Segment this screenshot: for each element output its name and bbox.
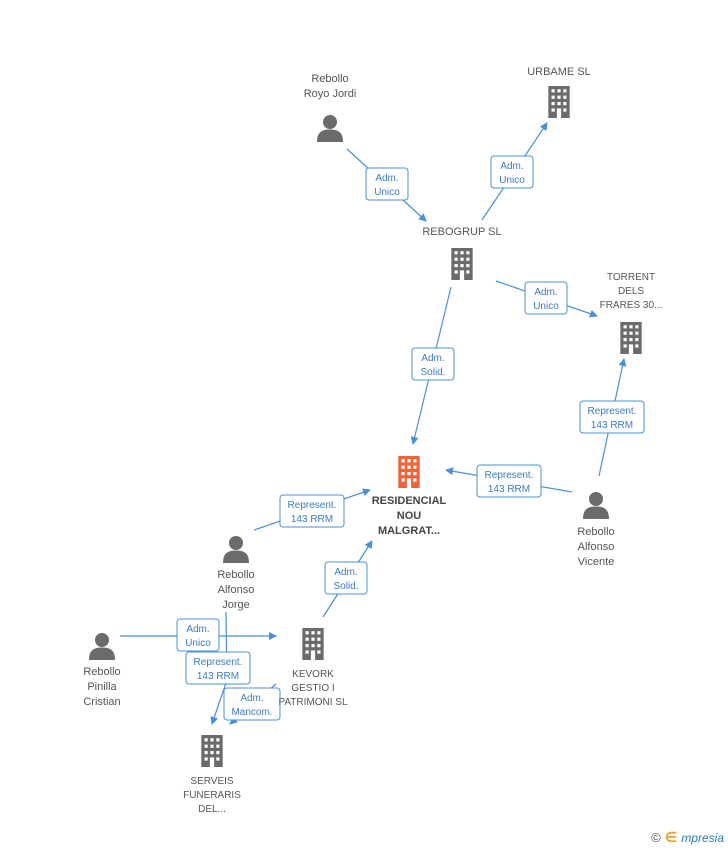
person-icon[interactable]	[583, 492, 609, 519]
edge-label-line: Unico	[499, 175, 525, 186]
node-label-line: Pinilla	[87, 681, 117, 693]
node-label-line: NOU	[397, 510, 422, 522]
node-kevork[interactable]: KEVORK GESTIO I PATRIMONI SL	[278, 628, 348, 708]
node-label-line: Rebollo	[217, 569, 254, 581]
copyright-symbol: ©	[651, 830, 661, 845]
node-label-line: REBOGRUP SL	[422, 226, 501, 238]
edge-label-box[interactable]	[365, 167, 409, 201]
edge-label-line: 143 RRM	[488, 484, 530, 495]
edge-label-box[interactable]	[279, 494, 345, 528]
edge-label-line: Solid.	[420, 367, 445, 378]
node-label-line: Alfonso	[218, 584, 255, 596]
edge-label-box[interactable]	[185, 651, 251, 685]
building-icon[interactable]	[548, 86, 570, 118]
edges-layer: Adm.UnicoAdm.UnicoAdm.UnicoAdm.Solid.Rep…	[120, 122, 645, 725]
edge-label-line: 143 RRM	[591, 420, 633, 431]
edge-label-box[interactable]	[579, 400, 645, 434]
edge-label-line: 143 RRM	[197, 671, 239, 682]
node-label-line: PATRIMONI SL	[278, 697, 348, 708]
edge-label-line: 143 RRM	[291, 514, 333, 525]
node-label-line: KEVORK	[292, 669, 334, 680]
edge-label-line: Unico	[185, 638, 211, 649]
edge-label-line: Mancom.	[231, 707, 272, 718]
edge-label-line: Adm.	[240, 693, 263, 704]
node-label-line: SERVEIS	[190, 776, 233, 787]
edge-label-box[interactable]	[524, 281, 568, 315]
edge-label-line: Adm.	[375, 173, 398, 184]
node-label-line: Rebollo	[311, 73, 348, 85]
edge-label-box[interactable]	[176, 618, 220, 652]
node-torrent[interactable]: TORRENT DELS FRARES 30...	[600, 272, 663, 354]
edge-label-box[interactable]	[490, 155, 534, 189]
node-rebogrup[interactable]: REBOGRUP SL	[422, 226, 502, 280]
edge-label-line: Represent.	[485, 470, 534, 481]
edge-rebollo_cristian-to-kevork: Adm. Unico	[120, 618, 277, 652]
edge-label-line: Unico	[533, 301, 559, 312]
edge-kevork-to-serveis: Adm. Mancom.	[223, 683, 281, 725]
edge-label-box[interactable]	[411, 347, 455, 381]
node-label-line: TORRENT	[607, 272, 655, 283]
edge-label-line: Adm.	[186, 624, 209, 635]
empresia-brand: © ∈mpresia	[651, 829, 724, 846]
edge-label-line: Adm.	[334, 567, 357, 578]
edge-label-line: Represent.	[588, 406, 637, 417]
edge-rebogrup-to-torrent: Adm. Unico	[495, 280, 598, 318]
edge-kevork-to-residencial: Adm. Solid.	[322, 540, 373, 618]
node-label-line: Jorge	[222, 599, 250, 611]
building-icon[interactable]	[302, 628, 324, 660]
node-label-line: Cristian	[83, 696, 120, 708]
edge-rebollo_jorge-to-serveis: Represent. 143 RRM	[185, 611, 251, 725]
edge-label-box[interactable]	[476, 464, 542, 498]
edge-label-line: Unico	[374, 187, 400, 198]
node-label-line: FUNERARIS	[183, 790, 241, 801]
edge-label-box[interactable]	[223, 687, 281, 721]
node-label-line: DEL...	[198, 804, 226, 815]
node-urbame[interactable]: URBAME SL	[527, 66, 591, 118]
node-label-line: DELS	[618, 286, 644, 297]
edge-rebollo_royo-to-rebogrup: Adm. Unico	[346, 148, 427, 222]
edge-rebogrup-to-residencial: Adm. Solid.	[410, 286, 455, 445]
node-label-line: Royo Jordi	[304, 88, 357, 100]
building-icon[interactable]	[620, 322, 642, 354]
node-label-line: Alfonso	[578, 541, 615, 553]
node-label-line: Vicente	[578, 556, 615, 568]
edge-label-box[interactable]	[324, 561, 368, 595]
edge-label-line: Adm.	[500, 161, 523, 172]
building-icon[interactable]	[451, 248, 473, 280]
edge-rebogrup-to-urbame: Adm. Unico	[481, 122, 548, 221]
brand-name: mpresia	[681, 830, 724, 845]
edge-rebollo_vicente-to-torrent: Represent. 143 RRM	[579, 358, 645, 477]
node-label-line: RESIDENCIAL	[372, 495, 447, 507]
edge-label-line: Adm.	[534, 287, 557, 298]
node-residencial[interactable]: RESIDENCIAL NOU MALGRAT...	[372, 456, 447, 537]
edge-label-line: Solid.	[333, 581, 358, 592]
person-icon[interactable]	[317, 115, 343, 142]
empresia-logo-icon: ∈	[664, 829, 678, 845]
edge-label-line: Represent.	[194, 657, 243, 668]
edge-label-line: Represent.	[288, 500, 337, 511]
edge-label-line: Adm.	[421, 353, 444, 364]
node-label-line: URBAME SL	[527, 66, 591, 78]
node-label-line: Rebollo	[577, 526, 614, 538]
node-label-line: MALGRAT...	[378, 525, 440, 537]
edge-rebollo_vicente-to-residencial: Represent. 143 RRM	[445, 464, 573, 498]
person-icon[interactable]	[223, 536, 249, 563]
node-label-line: FRARES 30...	[600, 300, 663, 311]
building-icon[interactable]	[201, 735, 223, 767]
person-icon[interactable]	[89, 633, 115, 660]
node-serveis[interactable]: SERVEIS FUNERARIS DEL...	[183, 735, 241, 815]
edge-rebollo_jorge-to-residencial: Represent. 143 RRM	[253, 488, 371, 531]
node-label-line: Rebollo	[83, 666, 120, 678]
node-label-line: GESTIO I	[291, 683, 334, 694]
focus-building-icon[interactable]	[398, 456, 420, 488]
